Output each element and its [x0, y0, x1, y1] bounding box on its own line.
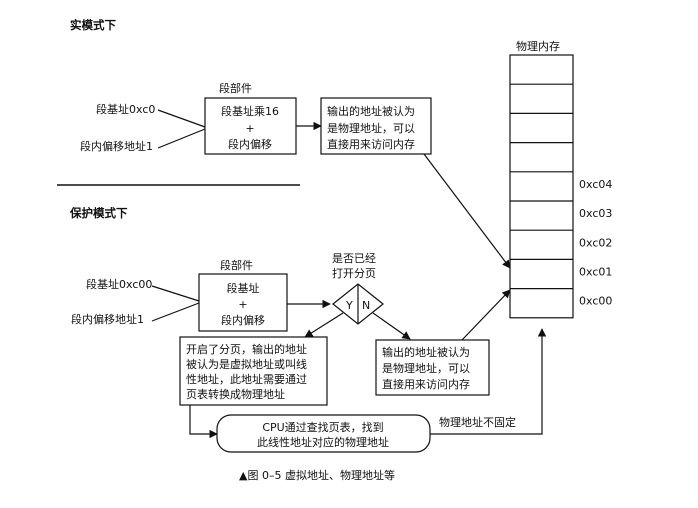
not-fixed-label: 物理地址不固定 [439, 415, 516, 429]
real-output-line: 输出的地址被认为 [327, 104, 415, 118]
real-segment-unit-box [204, 97, 297, 155]
paging-on-arrow-to-cpu [189, 405, 218, 439]
paging-off-line: 直接用来访问内存 [382, 377, 470, 391]
paging-on-line: 性地址，此地址需要通过 [186, 372, 307, 386]
paging-off-line: 是物理地址，可以 [382, 361, 470, 375]
cpu-arrow-to-memory [430, 328, 547, 435]
real-unit-line: + [245, 122, 254, 135]
paging-on-box [179, 336, 328, 406]
decision-yes-label: Y [345, 299, 353, 312]
protected-input-offset: 段内偏移地址1 [71, 312, 144, 326]
real-output-line: 直接用来访问内存 [327, 137, 415, 151]
real-unit-line: 段基址乘16 [221, 104, 279, 118]
protected-unit-line: 段基址 [227, 281, 260, 295]
real-arrow-to-memory [423, 153, 511, 269]
memory-address-label: 0xc01 [579, 265, 612, 278]
decision-question-line: 打开分页 [332, 266, 376, 280]
protected-segment-unit-title: 段部件 [220, 258, 253, 272]
memory-address-label: 0xc04 [579, 178, 612, 191]
paging-on-line: 被认为是虚拟地址或叫线 [186, 357, 307, 371]
real-input-base-line [157, 109, 206, 128]
yes-branch-arrow [304, 312, 344, 338]
paging-off-arrow-to-memory [461, 289, 511, 341]
real-output-box [320, 97, 432, 155]
memory-title: 物理内存 [516, 39, 560, 53]
protected-input-base: 段基址0xc00 [86, 277, 152, 291]
memory-stack: 0xc04 0xc03 0xc02 0xc01 0xc00 [509, 54, 612, 319]
protected-segment-unit-box [198, 273, 288, 332]
real-mode-heading: 实模式下 [70, 18, 116, 32]
real-input-offset-line [157, 128, 206, 149]
decision-no-label: N [362, 299, 370, 312]
paging-off-line: 输出的地址被认为 [382, 345, 470, 359]
real-segment-unit-title: 段部件 [219, 81, 252, 95]
figure-caption: ▲图 0–5 虚拟地址、物理地址等 [239, 468, 395, 482]
cpu-lookup-line: CPU通过查找页表，找到 [262, 420, 383, 434]
real-input-offset: 段内偏移地址1 [80, 139, 153, 153]
paging-on-line: 开启了分页，输出的地址 [186, 342, 307, 356]
protected-input-offset-line [151, 302, 200, 322]
protected-input-base-line [151, 285, 200, 302]
protected-unit-line: + [238, 298, 247, 311]
paging-off-box [375, 339, 490, 396]
cpu-lookup-line: 此线性地址对应的物理地址 [257, 435, 389, 449]
memory-address-label: 0xc00 [579, 295, 612, 308]
memory-address-label: 0xc02 [579, 236, 612, 249]
no-branch-arrow [372, 312, 411, 340]
real-unit-line: 段内偏移 [228, 137, 272, 151]
paging-on-line: 页表转换成物理地址 [186, 387, 285, 401]
real-input-base: 段基址0xc0 [96, 102, 155, 116]
decision-question-line: 是否已经 [332, 252, 376, 265]
memory-address-label: 0xc03 [579, 207, 612, 220]
real-output-line: 是物理地址，可以 [327, 121, 415, 135]
protected-mode-heading: 保护模式下 [69, 206, 128, 220]
memory-outline [509, 54, 574, 319]
protected-unit-line: 段内偏移 [221, 313, 265, 327]
